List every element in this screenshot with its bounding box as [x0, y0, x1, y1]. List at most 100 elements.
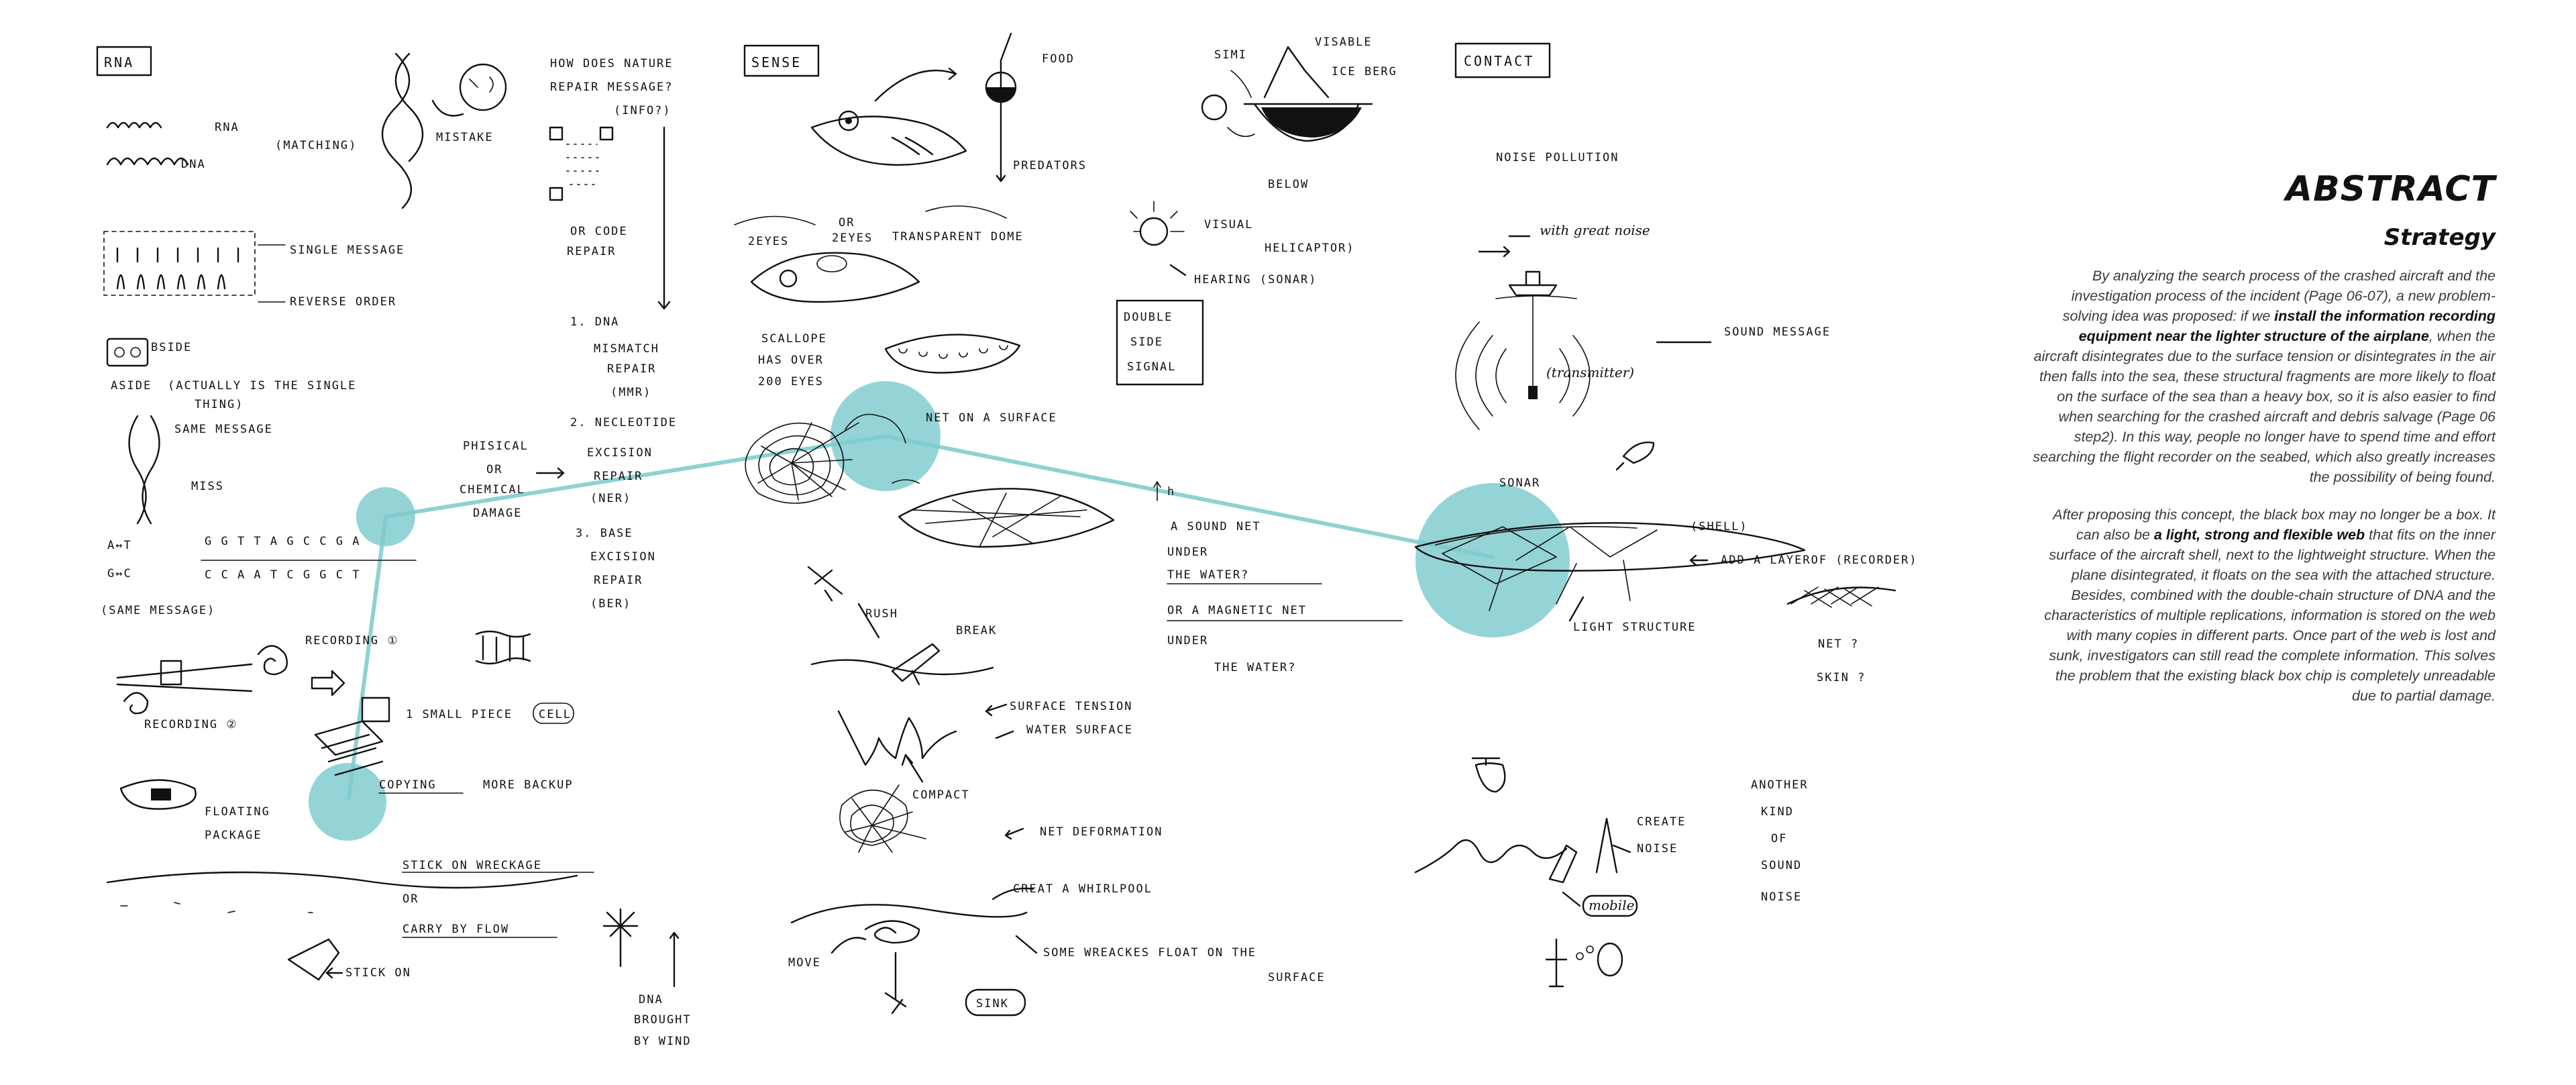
sound-label: SOUND: [1761, 859, 1802, 872]
shell-structure-icon: [1414, 522, 1806, 611]
single-message-label: SINGLE MESSAGE: [290, 244, 405, 257]
noise-pollution-label: NOISE POLLUTION: [1496, 151, 1619, 164]
floating-package-box-icon: [151, 788, 171, 800]
hollow-arrow-icon: [311, 670, 345, 696]
bside-label: BSIDE: [151, 341, 192, 354]
rna-title-box: [96, 46, 152, 76]
abstract-p1-text-a: By analyzing the search process of the c…: [2062, 268, 2496, 324]
aside-label: ASIDE: [111, 379, 152, 393]
create-noise-label: NOISE: [1637, 842, 1678, 856]
create-noise-arrow-icon: [1612, 844, 1631, 854]
water-surface-label: WATER SURFACE: [1026, 723, 1133, 737]
stick-on-label: STICK ON: [345, 966, 411, 980]
mobile-box: [1582, 894, 1638, 917]
copies-stack-icon: [314, 720, 384, 776]
hearing-arrow-icon: [1169, 264, 1187, 276]
transparent-dome-icon: [816, 255, 847, 272]
repair-2-line-3: REPAIR: [594, 470, 643, 483]
helicopter-icon: [1471, 757, 1506, 793]
net-question-label: NET ?: [1818, 637, 1859, 651]
wreck-tail-icon: [1595, 817, 1618, 874]
light-structure-arrow-icon: [1568, 596, 1585, 622]
qr-dots-icon: [566, 144, 604, 185]
iceberg-section: SIMI VISABLE ICE BERG BELOW VISUAL HELIC…: [1116, 36, 1397, 386]
small-spiral-icon: [123, 692, 149, 715]
add-layer-label: ADD A LAYEROF (RECORDER): [1721, 554, 1918, 567]
scallop-icon: [884, 333, 1021, 374]
abstract-subtitle: Strategy: [2383, 224, 2496, 251]
dna-brought-label: DNA: [639, 993, 663, 1006]
at-pair-label: A↔T: [107, 539, 132, 552]
qr-corner-top-icon: [599, 126, 614, 141]
cell-label: CELL: [539, 708, 572, 721]
abstract-paragraph-1: By analyzing the search process of the c…: [2033, 266, 2496, 487]
net-deformation-label: NET DEFORMATION: [1040, 825, 1163, 839]
debris-dots-icon: [120, 902, 313, 913]
teal-link-2: [883, 434, 1495, 559]
cassette-reel-left-icon: [114, 347, 125, 358]
two-eyes-label-a: 2EYES: [832, 231, 873, 245]
fish-fins-icon: [891, 136, 934, 156]
rna-section: RNA RNA DNA (MATCHING) MISTAKE SINGLE ME…: [96, 46, 692, 1048]
move-label: MOVE: [788, 956, 821, 970]
sound-net-label: A SOUND NET: [1171, 520, 1261, 533]
floating-package-icon: [119, 779, 197, 810]
dna-label: DNA: [181, 158, 206, 171]
damage-label: DAMAGE: [473, 507, 522, 520]
flow-underlines-icon: [402, 872, 594, 938]
height-label: h: [1167, 485, 1175, 499]
floating-label: FLOATING: [205, 805, 270, 819]
wave-line-icon: [106, 871, 578, 889]
scallop-eyes-icon: [898, 345, 1008, 359]
recording-head-icon: [160, 660, 182, 686]
magnetic-net-label: OR A MAGNETIC NET: [1167, 604, 1307, 617]
sea-waves-icon: [1414, 839, 1568, 874]
whirlpool-arrow-icon: [991, 887, 1034, 900]
spider-web-icon: [745, 422, 859, 504]
below-label: BELOW: [1268, 178, 1309, 191]
the-water-label: THE WATER?: [1167, 568, 1249, 582]
sonar-label: SONAR: [1499, 476, 1540, 490]
cell-box: [533, 703, 574, 724]
fish-eye-icon: [838, 110, 859, 132]
wreck-piece-icon: [287, 938, 340, 981]
compact-arrow-icon: [901, 754, 924, 783]
sound-net-icon: [898, 488, 1115, 548]
teal-node-net: [830, 381, 941, 491]
repair-1-line-2: MISMATCH: [594, 342, 659, 356]
copying-label: COPYING: [379, 778, 437, 792]
net-surface-crack-icon: [845, 413, 906, 444]
repair-2-line-4: (NER): [590, 492, 631, 505]
bubble-icon-2: [1586, 945, 1594, 953]
more-backup-label: MORE BACKUP: [483, 778, 574, 792]
bubble-icon-1: [1576, 952, 1584, 960]
wreackes-label-1: SOME WREACKES FLOAT ON THE: [1043, 946, 1256, 960]
transmitter-label: (transmitter): [1546, 364, 1634, 380]
physical-label: PHISICAL: [463, 440, 529, 453]
small-fish-icon: [1615, 442, 1655, 471]
cassette-reel-right-icon: [130, 347, 141, 358]
by-wind-label: BY WIND: [634, 1035, 692, 1048]
nature-question-1: HOW DOES NATURE: [550, 57, 674, 70]
great-noise-label: with great noise: [1540, 222, 1650, 238]
abstract-p2-bold: a light, strong and flexible web: [2154, 527, 2365, 543]
abstract-paragraph-2: After proposing this concept, the black …: [2033, 505, 2496, 706]
small-piece-label: 1 SMALL PIECE: [406, 708, 513, 721]
repair-1-line-1: 1. DNA: [570, 315, 619, 329]
contact-section: CONTACT NOISE POLLUTION with great noise…: [1414, 42, 1918, 988]
has-over-label: HAS OVER: [758, 354, 824, 367]
ice-berg-label: ICE BERG: [1332, 65, 1397, 79]
repair-2-line-1: 2. NECLEOTIDE: [570, 416, 677, 429]
iceberg-underwater-fill-icon: [1261, 107, 1362, 138]
skin-question-label: SKIN ?: [1817, 671, 1866, 684]
rush-label: RUSH: [865, 607, 898, 621]
fish-icon: [810, 115, 967, 166]
repair-3-line-1: 3. BASE: [576, 527, 633, 540]
rna-title: RNA: [104, 54, 134, 70]
abstract-p2-text-a: After proposing this concept, the black …: [2053, 507, 2496, 543]
same-message-label: SAME MESSAGE: [174, 423, 273, 436]
sea-line-icon: [1495, 295, 1577, 299]
repair-3-line-3: REPAIR: [594, 574, 643, 587]
tension-arrow-icon: [985, 703, 1008, 717]
qr-corner-left-icon: [549, 187, 564, 201]
